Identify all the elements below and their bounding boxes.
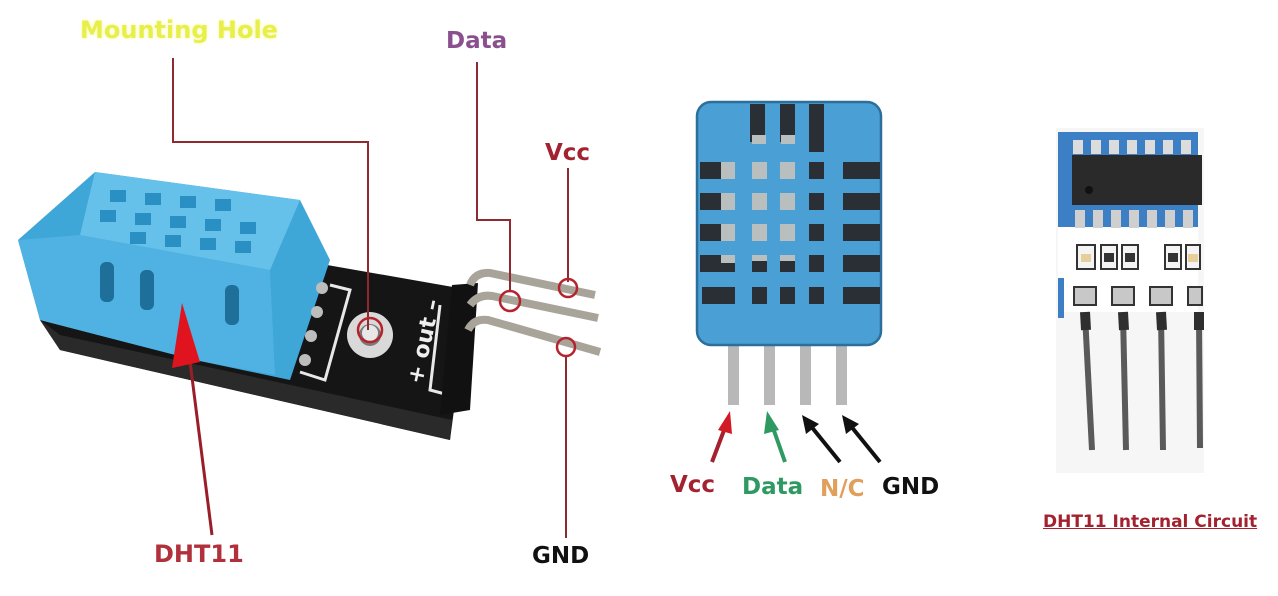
dht11-pin-diagram bbox=[695, 100, 883, 464]
pin-arrow-nc bbox=[802, 415, 842, 464]
mounting-hole-leader bbox=[172, 58, 369, 330]
module-pins bbox=[464, 268, 602, 356]
callout-lines bbox=[172, 58, 579, 538]
pin-label-nc: N/C bbox=[820, 476, 865, 502]
label-data: Data bbox=[446, 28, 508, 54]
pin-arrow-vcc bbox=[710, 411, 732, 463]
pin-header bbox=[440, 283, 478, 415]
pcb-edge bbox=[40, 320, 452, 440]
data-leader bbox=[476, 62, 511, 292]
pin-label-data: Data bbox=[742, 474, 804, 500]
diagram-body bbox=[695, 100, 883, 347]
internal-circuit-photo bbox=[1056, 128, 1204, 473]
ic-chip bbox=[1072, 155, 1202, 205]
data-marker bbox=[498, 289, 522, 313]
pin-label-vcc: Vcc bbox=[670, 472, 716, 498]
pin-arrow-data bbox=[764, 411, 787, 463]
diagram-sensor-window bbox=[721, 135, 795, 263]
internal-circuit-caption: DHT11 Internal Circuit bbox=[1043, 512, 1258, 532]
mounting-hole-marker bbox=[356, 316, 384, 344]
dht11-module-photo: + out – bbox=[18, 172, 602, 440]
label-dht11: DHT11 bbox=[154, 540, 244, 568]
label-vcc: Vcc bbox=[545, 140, 591, 166]
silkscreen-outline bbox=[299, 283, 352, 382]
gnd-marker bbox=[555, 336, 577, 358]
dht11-sensor-body bbox=[18, 172, 330, 380]
circuit-legs bbox=[1082, 314, 1203, 451]
dht11-arrow bbox=[172, 303, 214, 536]
smd-components bbox=[1076, 244, 1201, 270]
diagram-pins bbox=[728, 343, 847, 405]
solder-pads bbox=[299, 282, 328, 366]
vcc-marker bbox=[557, 277, 579, 299]
label-gnd: GND bbox=[532, 543, 590, 569]
label-mounting-hole: Mounting Hole bbox=[80, 16, 278, 44]
pin-arrow-gnd bbox=[842, 415, 882, 464]
pin-label-gnd: GND bbox=[882, 474, 940, 500]
